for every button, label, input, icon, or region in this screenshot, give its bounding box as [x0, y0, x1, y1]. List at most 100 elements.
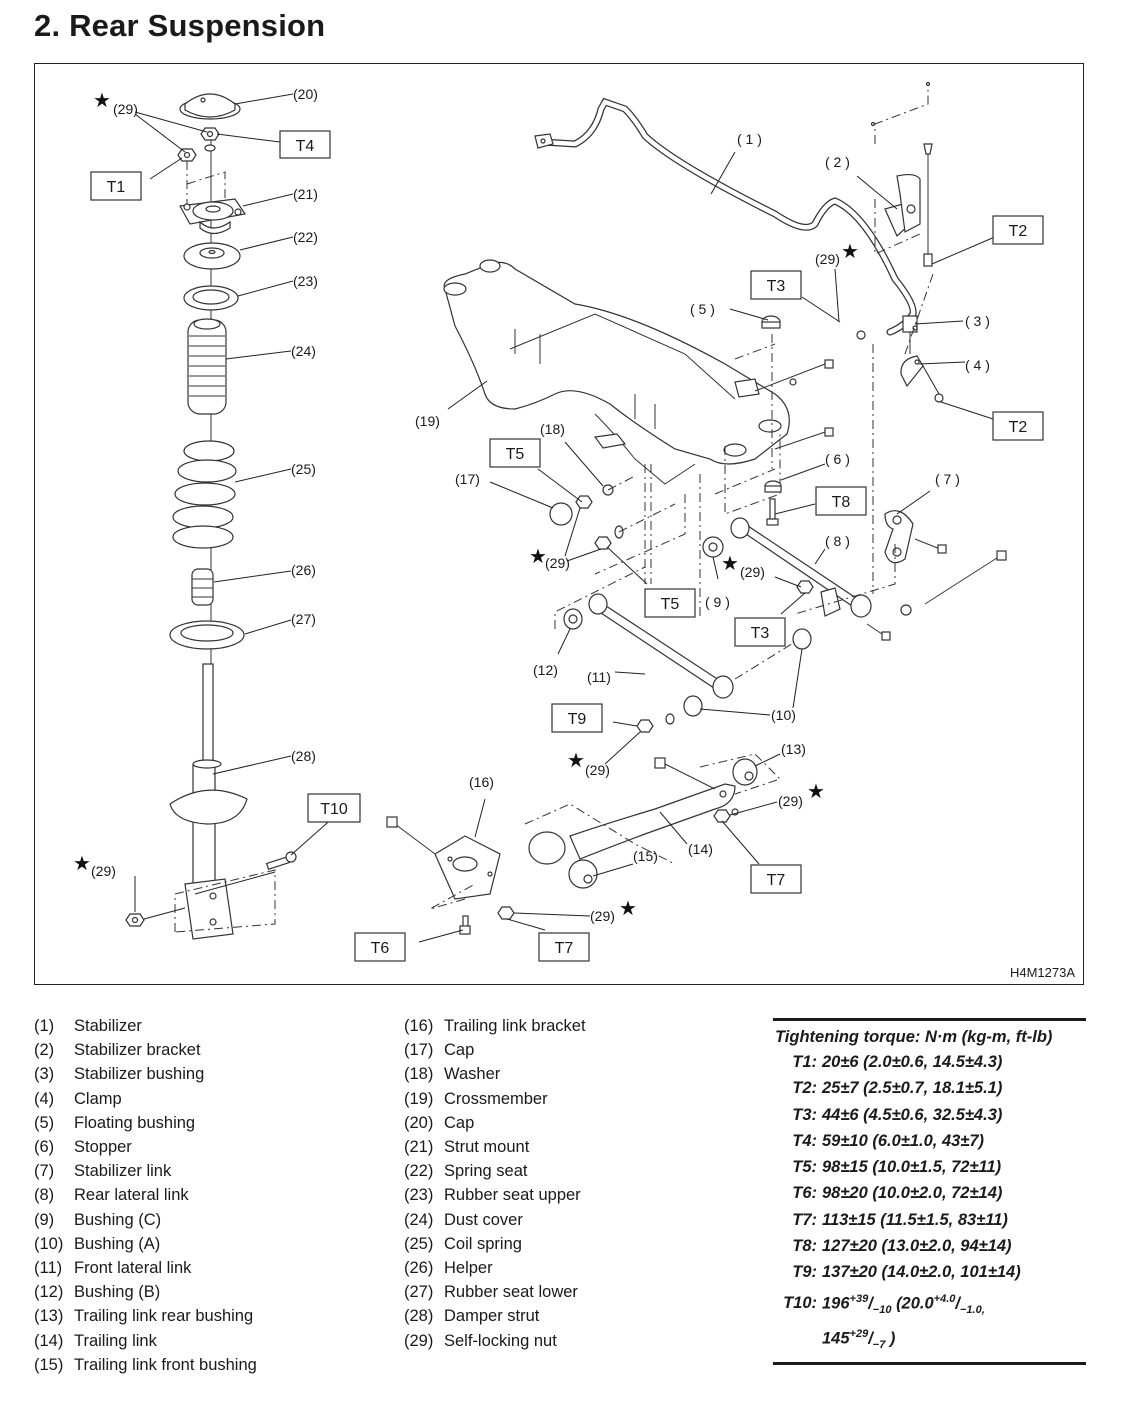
legend-item: (4)Clamp [34, 1087, 257, 1111]
tag-t5-upper: T5 [489, 438, 541, 468]
legend-item-name: Rear lateral link [74, 1186, 189, 1205]
legend-item-number: (19) [404, 1089, 434, 1108]
legend-item: (11)Front lateral link [34, 1256, 257, 1280]
callout-29: (29) [740, 564, 765, 580]
legend-item: (29)Self-locking nut [404, 1329, 586, 1353]
torque-row: T1:20±6 (2.0±0.6, 14.5±4.3) [773, 1049, 1086, 1075]
star-icon: ★ [807, 781, 825, 803]
legend-item-number: (26) [404, 1259, 434, 1278]
legend-item-number: (20) [404, 1113, 434, 1132]
nut-top [200, 127, 220, 141]
bolt-t10 [265, 851, 297, 871]
tag-t3-upper: T3 [750, 270, 802, 300]
legend-item-number: (27) [404, 1283, 434, 1302]
part-stopper [764, 480, 782, 493]
svg-text:T9: T9 [568, 711, 587, 728]
part-front-lateral-link [588, 593, 734, 699]
legend-item: (1)Stabilizer [34, 1014, 257, 1038]
legend-item: (3)Stabilizer bushing [34, 1062, 257, 1086]
legend-item: (13)Trailing link rear bushing [34, 1304, 257, 1328]
legend-item: (24)Dust cover [404, 1208, 586, 1232]
svg-text:T3: T3 [767, 278, 786, 295]
callout-8: ( 8 ) [825, 533, 850, 549]
legend-item-name: Bushing (B) [74, 1283, 161, 1302]
torque-row: T6:98±20 (10.0±2.0, 72±14) [773, 1180, 1086, 1206]
callout-21: (21) [293, 186, 318, 202]
torque-heading: Tightening torque: N·m (kg-m, ft-lb) [775, 1028, 1053, 1046]
legend-item-name: Trailing link bracket [444, 1017, 586, 1035]
nut-t5-upper [575, 495, 593, 509]
part-rubber-seat-upper [183, 285, 239, 311]
torque-row: T2:25±7 (2.5±0.7, 18.1±5.1) [773, 1075, 1086, 1101]
callout-28: (28) [291, 748, 316, 764]
callout-11: (11) [587, 669, 611, 685]
legend-item-number: (29) [404, 1331, 434, 1350]
callout-10: (10) [771, 707, 796, 723]
legend-item-number: (25) [404, 1234, 434, 1253]
torque-id: T4: [792, 1131, 817, 1150]
callout-4: ( 4 ) [965, 357, 990, 373]
tag-t2-upper: T2 [992, 215, 1044, 245]
torque-rows: T1:20±6 (2.0±0.6, 14.5±4.3)T2:25±7 (2.5±… [773, 1049, 1086, 1286]
callout-14: (14) [688, 841, 713, 857]
callout-23: (23) [293, 273, 318, 289]
legend-item: (5)Floating bushing [34, 1111, 257, 1135]
legend-item-number: (15) [34, 1355, 64, 1374]
callout-29: (29) [815, 251, 840, 267]
part-cap-17 [549, 502, 573, 526]
nut-t3-lateral [796, 580, 814, 594]
callout-15: (15) [633, 848, 658, 864]
torque-id: T8: [792, 1237, 817, 1256]
legend-item: (20)Cap [404, 1111, 586, 1135]
legend-item-name: Spring seat [444, 1162, 528, 1181]
nut-t9 [636, 719, 654, 733]
callout-19: (19) [415, 413, 440, 429]
tag-t7-front: T7 [538, 932, 590, 962]
legend-item: (10)Bushing (A) [34, 1232, 257, 1256]
exploded-diagram: (20) (29) (21) (22) (23) (24) (25) (26) … [34, 63, 1084, 985]
part-rubber-seat-lower [169, 620, 245, 650]
legend-item-number: (12) [34, 1283, 64, 1302]
legend-item: (2)Stabilizer bracket [34, 1038, 257, 1062]
tag-t10: T10 [307, 793, 361, 823]
legend-item-name: Cap [444, 1041, 475, 1060]
torque-value: 98±20 (10.0±2.0, 72±14) [822, 1184, 1003, 1203]
torque-value: 59±10 (6.0±1.0, 43±7) [822, 1131, 985, 1150]
torque-id: T1: [792, 1053, 817, 1071]
callout-17: (17) [455, 471, 480, 487]
part-stabilizer-link [884, 510, 914, 564]
bolt-t8 [766, 498, 779, 526]
part-helper [191, 568, 214, 606]
callout-22: (22) [293, 229, 318, 245]
torque-id: T7: [792, 1210, 817, 1229]
svg-text:T8: T8 [832, 494, 851, 511]
legend-item-name: Coil spring [444, 1234, 522, 1253]
legend-item-name: Stabilizer [74, 1017, 142, 1035]
legend-item-name: Helper [444, 1259, 493, 1278]
part-stabilizer [534, 97, 917, 340]
callout-6: ( 6 ) [825, 451, 850, 467]
callout-20: (20) [293, 86, 318, 102]
legend-item: (26) Helper [404, 1256, 586, 1280]
part-rear-lateral-link [730, 517, 872, 618]
torque-id: T5: [792, 1158, 817, 1177]
part-strut-mount [179, 198, 247, 235]
legend-item: (23)Rubber seat upper [404, 1183, 586, 1207]
bolt-t2-upper [923, 253, 933, 267]
legend-item-name: Stabilizer bushing [74, 1065, 205, 1084]
bolt-lateral [866, 623, 891, 641]
bolt-long [924, 550, 1007, 605]
bolt-stab-link [914, 538, 947, 554]
legend-item-number: (8) [34, 1186, 55, 1205]
callout-13: (13) [781, 741, 806, 757]
callout-29: (29) [545, 555, 570, 571]
legend-item-name: Stabilizer bracket [74, 1041, 201, 1060]
legend-item-name: Rubber seat upper [444, 1186, 581, 1205]
legend-item-number: (4) [34, 1089, 55, 1108]
legend-item-number: (28) [404, 1307, 434, 1326]
legend-item-name: Trailing link [74, 1331, 157, 1350]
torque-row: T9:137±20 (14.0±2.0, 101±14) [773, 1259, 1086, 1285]
callout-18: (18) [540, 421, 565, 437]
legend-item-number: (13) [34, 1307, 64, 1326]
svg-text:T2: T2 [1009, 223, 1028, 240]
